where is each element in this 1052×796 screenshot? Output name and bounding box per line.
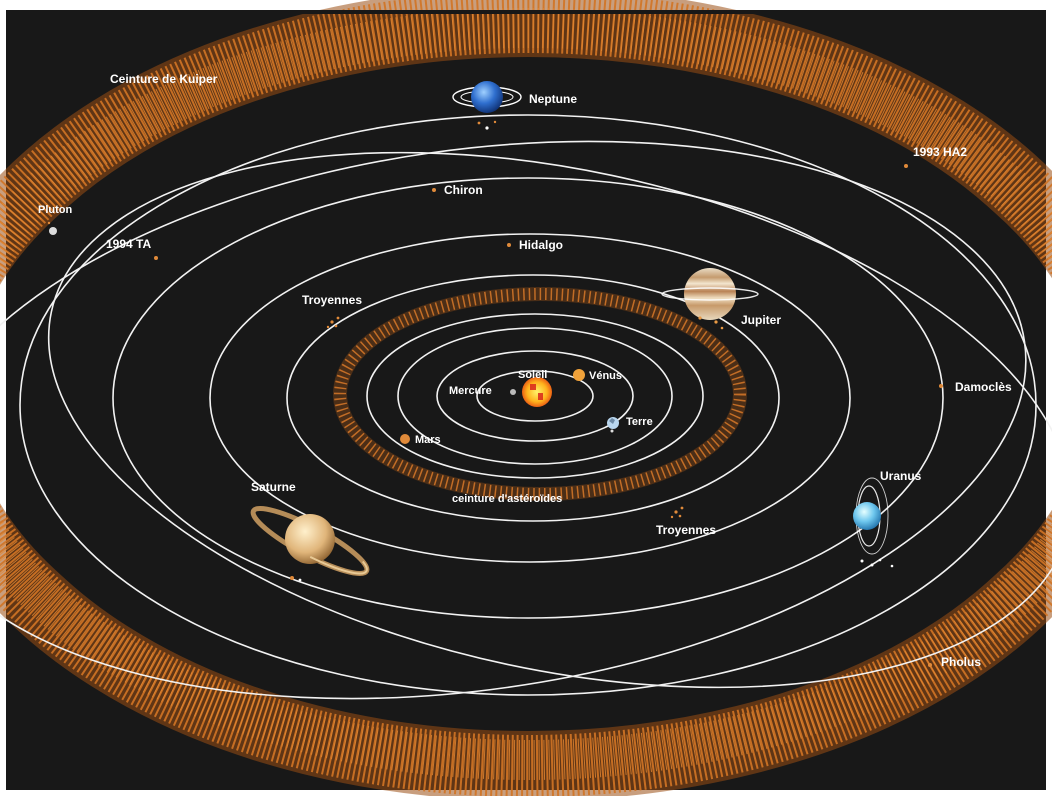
label-hidalgo: Hidalgo <box>519 238 563 252</box>
uranus-planet <box>853 477 894 568</box>
label-mercure: Mercure <box>449 385 492 397</box>
neptune-planet <box>452 81 522 130</box>
marker-1994ta <box>154 256 158 260</box>
troyennes-left-cluster <box>326 316 340 329</box>
label-soleil: Soleil <box>518 369 547 381</box>
marker-pholus <box>928 663 932 667</box>
orbit-comet-1993ha2 <box>47 151 1052 689</box>
venus-planet <box>573 369 585 381</box>
label-1994ta: 1994 TA <box>106 237 151 251</box>
orbit-uranus <box>112 177 944 619</box>
label-chiron: Chiron <box>444 183 483 197</box>
label-terre: Terre <box>626 416 653 428</box>
jupiter-planet <box>661 268 759 330</box>
orbits <box>0 114 1052 700</box>
label-mars: Mars <box>415 434 441 446</box>
label-uranus: Uranus <box>880 469 922 483</box>
troyennes-right-cluster <box>670 506 684 519</box>
orbit-mars <box>366 313 704 479</box>
saturne-planet <box>250 506 370 582</box>
label-neptune: Neptune <box>529 92 577 106</box>
label-jupiter: Jupiter <box>741 313 781 327</box>
label-kuiper: Ceinture de Kuiper <box>110 72 218 86</box>
label-1993ha2: 1993 HA2 <box>913 145 967 159</box>
orbit-saturne <box>209 233 851 563</box>
terre-planet <box>607 417 619 433</box>
soleil <box>522 377 552 407</box>
orbit-venus <box>436 350 634 442</box>
small-body-markers <box>154 164 943 667</box>
label-troyennes-right: Troyennes <box>656 523 716 537</box>
marker-1993ha2 <box>904 164 908 168</box>
label-troyennes-left: Troyennes <box>302 293 362 307</box>
marker-chiron <box>432 188 436 192</box>
label-asteroides: ceinture d'astéroïdes <box>452 493 562 505</box>
asteroid-belt <box>333 287 747 501</box>
orbit-terre <box>397 327 673 465</box>
label-venus: Vénus <box>589 370 622 382</box>
label-pholus: Pholus <box>941 655 981 669</box>
label-damocles: Damoclès <box>955 380 1012 394</box>
label-saturne: Saturne <box>251 480 296 494</box>
mars-planet <box>400 434 410 444</box>
orbit-mercure <box>476 370 594 422</box>
mercure-planet <box>510 389 516 395</box>
orbit-jupiter <box>286 274 780 522</box>
marker-hidalgo <box>507 243 511 247</box>
marker-damocles <box>939 384 943 388</box>
labels: Ceinture de Kuiper Neptune 1993 HA2 Plut… <box>38 72 1012 669</box>
label-pluton: Pluton <box>38 204 72 216</box>
pluton-planet <box>47 221 57 235</box>
